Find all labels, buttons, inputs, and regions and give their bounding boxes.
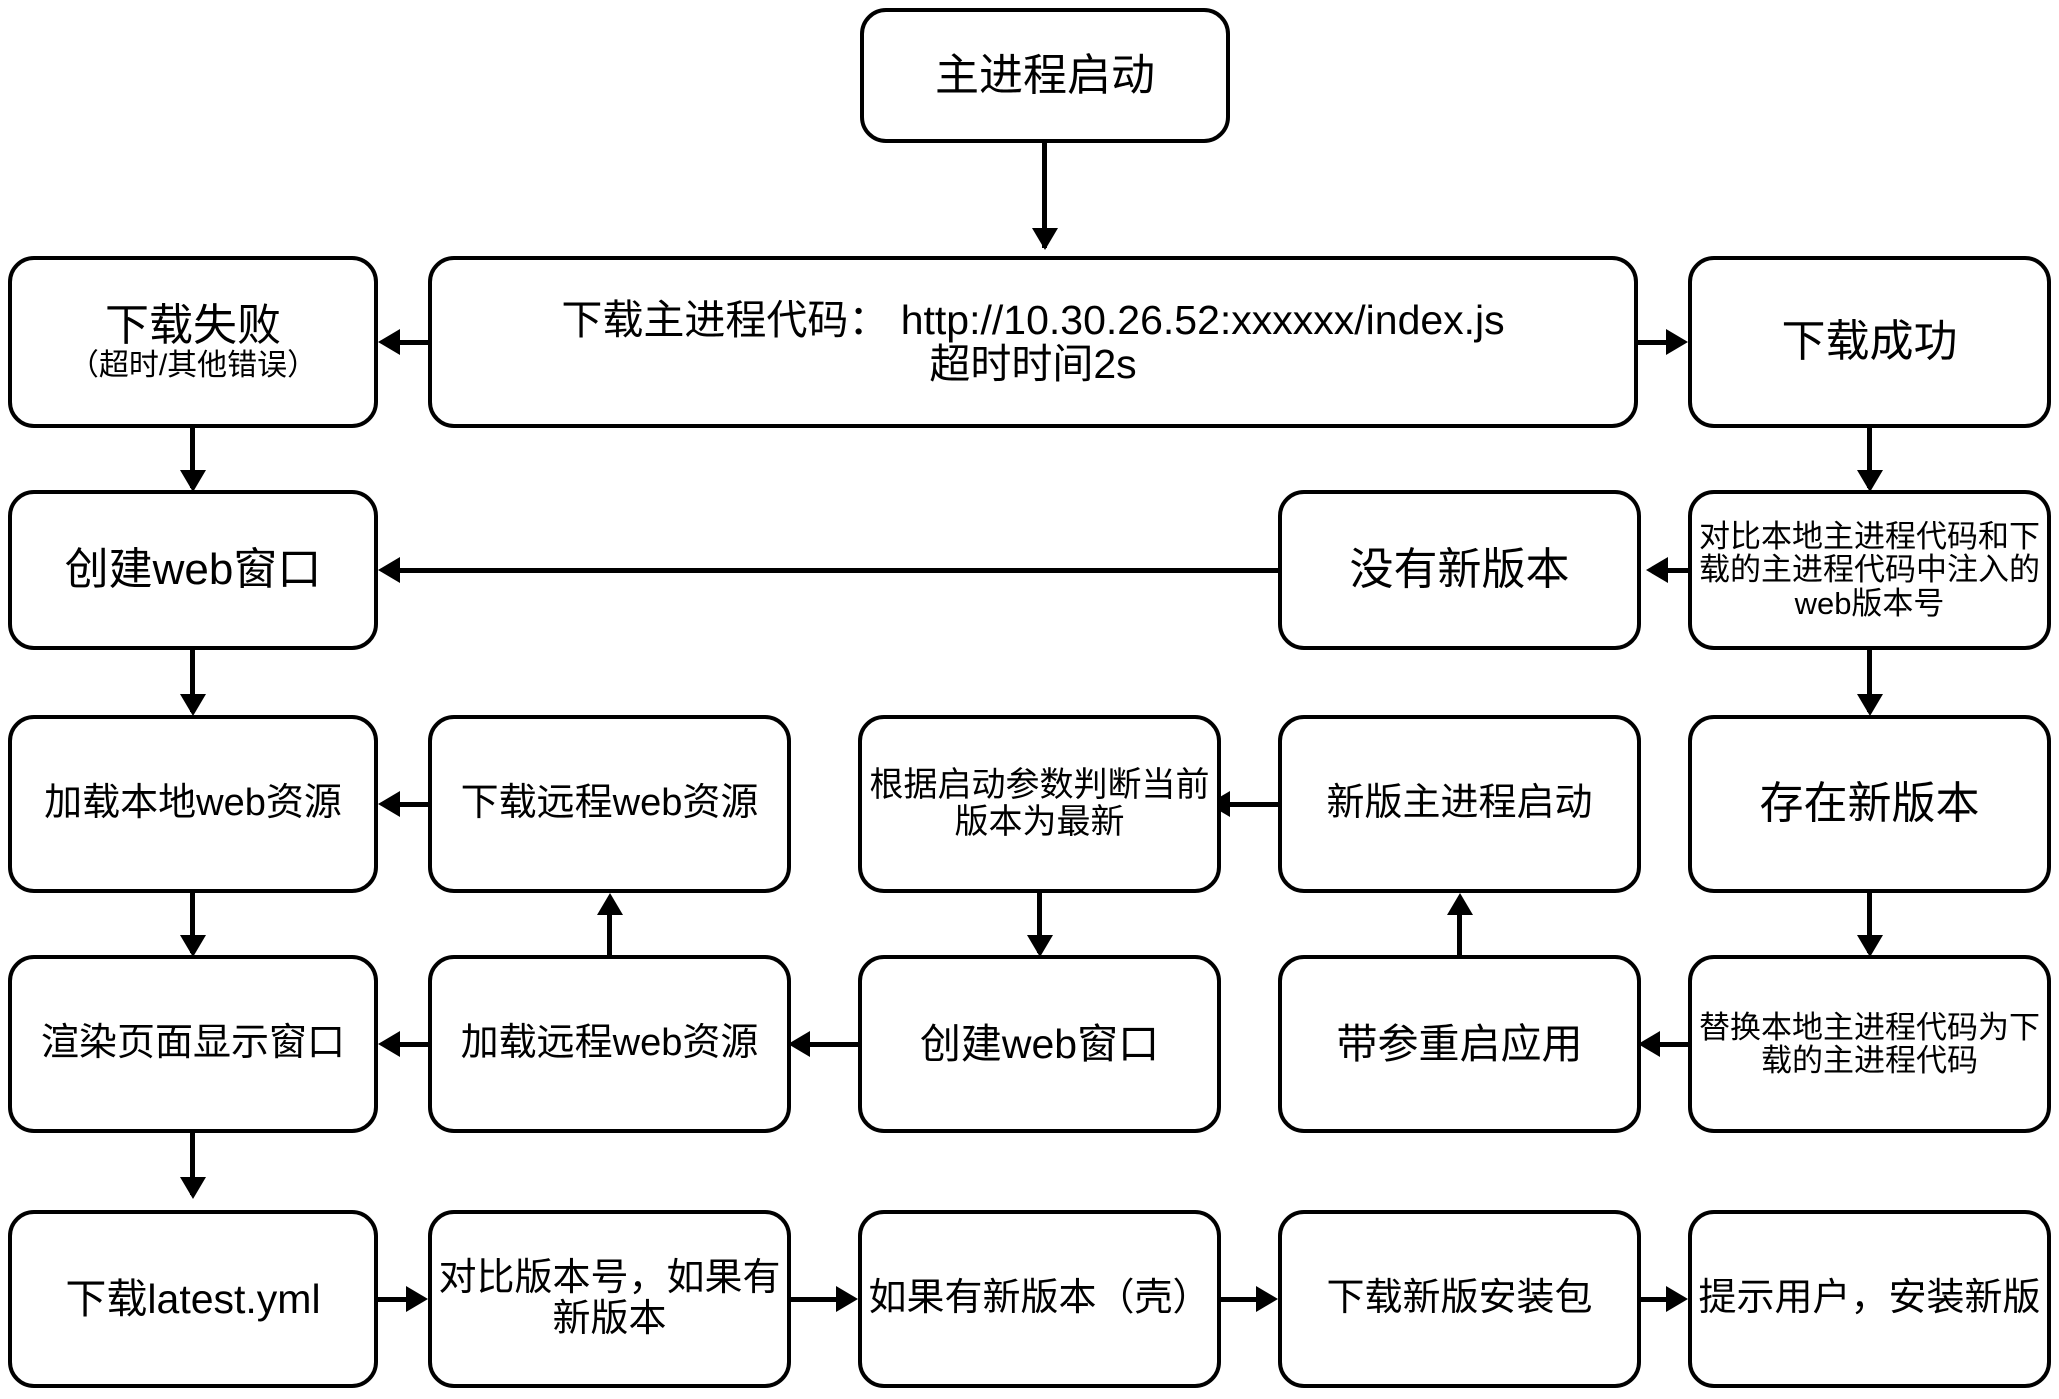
edge-n7-n12 xyxy=(1867,650,1872,712)
arrowhead-n12-n17 xyxy=(1857,935,1883,957)
arrowhead-n7-n6 xyxy=(1646,557,1668,583)
node-create-web-window-2[interactable]: 创建web窗口 xyxy=(858,955,1221,1133)
node-has-new-version[interactable]: 存在新版本 xyxy=(1688,715,2051,893)
arrowhead-n3-n2 xyxy=(378,329,400,355)
arrowhead-n18-n19 xyxy=(406,1286,428,1312)
arrowhead-n21-n22 xyxy=(1666,1286,1688,1312)
arrowhead-n4-n7 xyxy=(1857,470,1883,492)
arrowhead-n16-n11 xyxy=(1447,893,1473,915)
node-label: 根据启动参数判断当前版本为最新 xyxy=(869,766,1210,841)
node-prompt-user-install[interactable]: 提示用户，安装新版 xyxy=(1688,1210,2051,1388)
node-sublabel: （超时/其他错误） xyxy=(68,349,318,383)
node-load-local-web-resources[interactable]: 加载本地web资源 xyxy=(8,715,378,893)
arrowhead-n7-n12 xyxy=(1857,694,1883,716)
edge-n9-n8 xyxy=(400,802,428,807)
node-create-web-window-1[interactable]: 创建web窗口 xyxy=(8,490,378,650)
node-label: 带参重启应用 xyxy=(1336,1020,1583,1067)
arrowhead-n14-n9 xyxy=(597,893,623,915)
node-no-new-version[interactable]: 没有新版本 xyxy=(1278,490,1641,650)
node-judge-current-version-latest[interactable]: 根据启动参数判断当前版本为最新 xyxy=(858,715,1221,893)
node-main-process-start[interactable]: 主进程启动 xyxy=(860,8,1230,143)
edge-n6-n5 xyxy=(400,568,1278,573)
node-download-remote-web-resources[interactable]: 下载远程web资源 xyxy=(428,715,791,893)
arrowhead-n9-n8 xyxy=(378,791,400,817)
node-label: 对比本地主进程代码和下载的主进程代码中注入的web版本号 xyxy=(1699,518,2040,621)
node-compare-web-version[interactable]: 对比本地主进程代码和下载的主进程代码中注入的web版本号 xyxy=(1688,490,2051,650)
edge-n2-n5 xyxy=(190,428,195,488)
node-label: 提示用户，安装新版 xyxy=(1698,1277,2041,1320)
node-label: 加载本地web资源 xyxy=(44,782,342,825)
node-label: 没有新版本 xyxy=(1349,545,1570,595)
node-label: 下载远程web资源 xyxy=(460,782,759,825)
node-label: 下载latest.yml xyxy=(65,1275,321,1322)
node-compare-version-number[interactable]: 对比版本号，如果有新版本 xyxy=(428,1210,791,1388)
arrowhead-n15-n14 xyxy=(788,1031,810,1057)
arrowhead-n1-n3 xyxy=(1032,228,1058,250)
edge-n10-n15 xyxy=(1037,893,1042,953)
node-label: 加载远程web资源 xyxy=(460,1022,759,1065)
edge-n8-n13 xyxy=(190,893,195,953)
arrowhead-n20-n21 xyxy=(1256,1286,1278,1312)
arrowhead-n3-n4 xyxy=(1666,329,1688,355)
edge-n5-n8 xyxy=(190,650,195,712)
arrowhead-n17-n16 xyxy=(1638,1031,1660,1057)
arrowhead-n2-n5 xyxy=(180,470,206,492)
edge-n19-n20 xyxy=(791,1297,836,1302)
arrowhead-n6-n5 xyxy=(378,557,400,583)
arrowhead-n19-n20 xyxy=(836,1286,858,1312)
node-label: 如果有新版本（壳） xyxy=(868,1277,1211,1320)
node-label: 创建web窗口 xyxy=(64,545,322,595)
node-label: 下载成功 xyxy=(1781,317,1958,367)
node-download-main-process-code[interactable]: 下载主进程代码： http://10.30.26.52:xxxxxx/index… xyxy=(428,256,1638,428)
edge-n14-n9 xyxy=(607,915,612,975)
edge-n15-n14 xyxy=(810,1042,858,1047)
node-label: 替换本地主进程代码为下载的主进程代码 xyxy=(1699,1009,2040,1078)
node-if-new-version-shell[interactable]: 如果有新版本（壳） xyxy=(858,1210,1221,1388)
node-download-success[interactable]: 下载成功 xyxy=(1688,256,2051,428)
edge-n3-n2 xyxy=(400,340,428,345)
node-label: 新版主进程启动 xyxy=(1326,782,1593,825)
edge-n18-n19 xyxy=(378,1297,406,1302)
node-download-failed[interactable]: 下载失败 （超时/其他错误） xyxy=(8,256,378,428)
node-label: 渲染页面显示窗口 xyxy=(40,1022,345,1065)
edge-n11-n10 xyxy=(1230,802,1278,807)
edge-n20-n21 xyxy=(1221,1297,1256,1302)
edge-n4-n7 xyxy=(1867,428,1872,488)
arrowhead-n13-n18 xyxy=(180,1177,206,1199)
node-download-latest-yml[interactable]: 下载latest.yml xyxy=(8,1210,378,1388)
node-label: 下载新版安装包 xyxy=(1326,1277,1593,1320)
edge-n13-n18 xyxy=(190,1133,195,1195)
edge-n1-n3 xyxy=(1042,143,1047,248)
arrowhead-n10-n15 xyxy=(1027,935,1053,957)
node-label: 对比版本号，如果有新版本 xyxy=(438,1256,781,1340)
node-download-new-installer[interactable]: 下载新版安装包 xyxy=(1278,1210,1641,1388)
edge-n3-n4 xyxy=(1638,340,1666,345)
node-label: 下载失败 xyxy=(105,300,281,350)
node-new-main-process-start[interactable]: 新版主进程启动 xyxy=(1278,715,1641,893)
node-load-remote-web-resources[interactable]: 加载远程web资源 xyxy=(428,955,791,1133)
node-label: 存在新版本 xyxy=(1759,779,1980,829)
arrowhead-n14-n13 xyxy=(378,1031,400,1057)
edge-n7-n6 xyxy=(1668,568,1692,573)
arrowhead-n8-n13 xyxy=(180,935,206,957)
edge-n14-n13 xyxy=(400,1042,428,1047)
node-label-line2: 超时时间2s xyxy=(929,341,1137,387)
node-label: 主进程启动 xyxy=(935,50,1155,100)
edge-n16-n11 xyxy=(1457,915,1462,975)
edge-n12-n17 xyxy=(1867,893,1872,953)
node-label: 下载主进程代码： http://10.30.26.52:xxxxxx/index… xyxy=(561,296,1505,343)
node-render-page-show-window[interactable]: 渲染页面显示窗口 xyxy=(8,955,378,1133)
edge-n17-n16 xyxy=(1660,1042,1692,1047)
edge-n21-n22 xyxy=(1641,1297,1666,1302)
node-restart-app-with-params[interactable]: 带参重启应用 xyxy=(1278,955,1641,1133)
node-label: 创建web窗口 xyxy=(919,1020,1160,1067)
arrowhead-n5-n8 xyxy=(180,694,206,716)
node-replace-local-main-process-code[interactable]: 替换本地主进程代码为下载的主进程代码 xyxy=(1688,955,2051,1133)
